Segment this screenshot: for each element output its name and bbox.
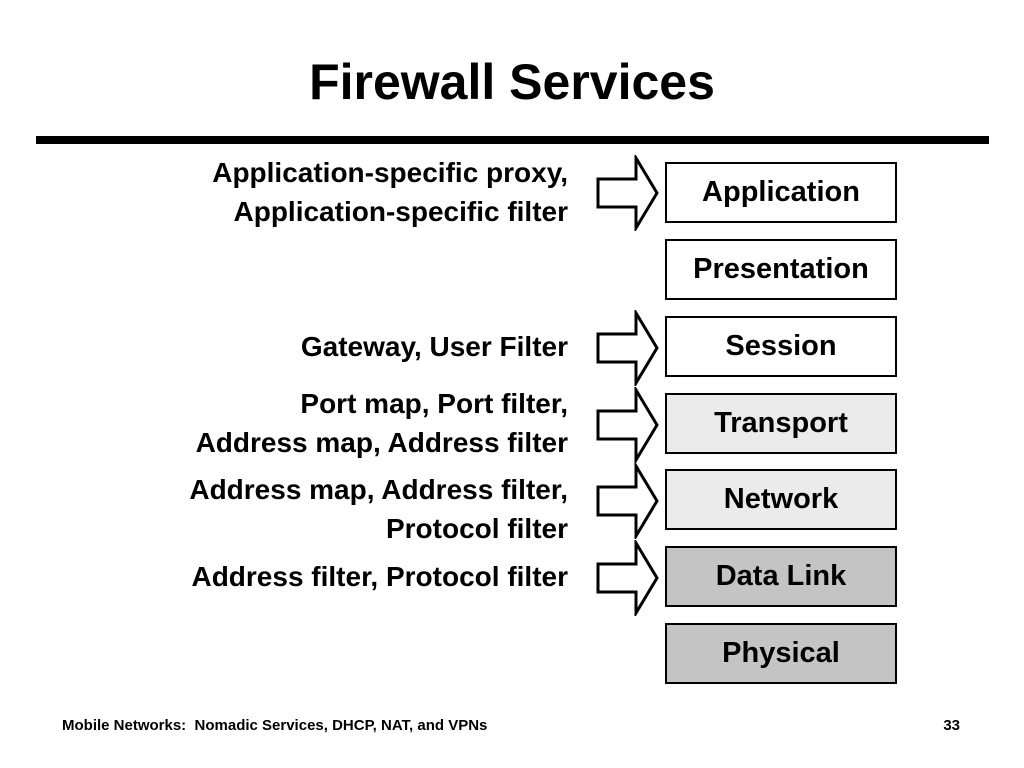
footer-course-title: Mobile Networks: Nomadic Services, DHCP,…	[62, 717, 488, 734]
service-application-line-1: Application-specific proxy,	[212, 157, 568, 188]
arrow-right-icon	[596, 463, 659, 539]
service-session-line-1: Gateway, User Filter	[300, 331, 568, 362]
service-transport: Port map, Port filter, Address map, Addr…	[196, 384, 568, 462]
layer-network: Network	[665, 469, 897, 530]
service-session: Gateway, User Filter	[301, 327, 568, 366]
arrow-right-icon	[596, 310, 659, 386]
layer-application: Application	[665, 162, 897, 223]
layer-presentation: Presentation	[665, 239, 897, 300]
layer-data-link: Data Link	[665, 546, 897, 607]
slide-title: Firewall Services	[309, 54, 715, 110]
service-data-link-line-1: Address filter, Protocol filter	[191, 561, 568, 592]
service-transport-line-2: Address map, Address filter	[195, 427, 568, 458]
arrow-right-icon	[596, 387, 659, 463]
layer-session: Session	[665, 316, 897, 377]
service-application: Application-specific proxy, Application-…	[212, 153, 568, 231]
service-network-line-1: Address map, Address filter,	[189, 474, 568, 505]
service-application-line-2: Application-specific filter	[233, 196, 569, 227]
arrow-right-icon	[596, 155, 659, 231]
title-divider	[36, 136, 989, 144]
service-data-link: Address filter, Protocol filter	[191, 557, 568, 596]
layer-transport: Transport	[665, 393, 897, 454]
service-transport-line-1: Port map, Port filter,	[300, 388, 568, 419]
service-network: Address map, Address filter, Protocol fi…	[189, 470, 568, 548]
arrow-right-icon	[596, 540, 659, 616]
page-number: 33	[943, 717, 960, 734]
layer-physical: Physical	[665, 623, 897, 684]
service-network-line-2: Protocol filter	[385, 513, 568, 544]
